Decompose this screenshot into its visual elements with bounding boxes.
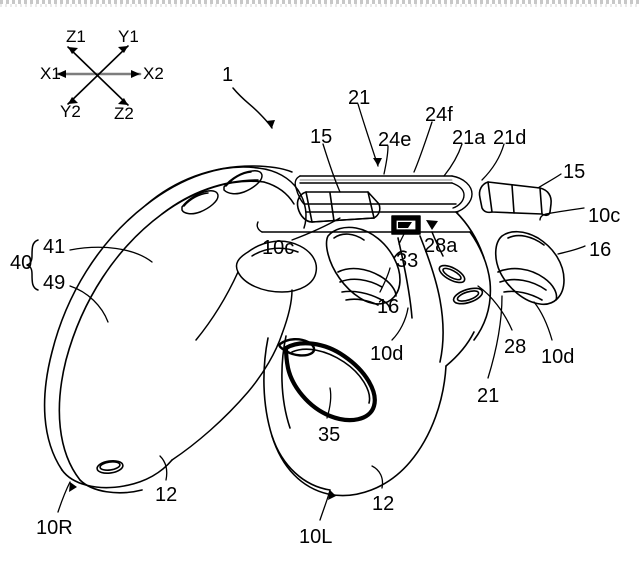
ref-label-21-top: 21: [348, 87, 371, 109]
axis-label-z1: Z1: [66, 27, 86, 46]
grip-left: [263, 335, 447, 497]
ref-label-40: 40: [10, 252, 33, 274]
ref-label-16-left: 16: [377, 296, 400, 318]
axis-arrows: [55, 45, 142, 106]
grip-right-body: [397, 211, 492, 367]
axis-label-x1: X1: [40, 64, 61, 83]
ref-label-10d-left: 10d: [370, 343, 404, 365]
trigger-left: [325, 226, 407, 311]
leader-lines: [57, 103, 586, 521]
axis-label-y1: Y1: [118, 27, 139, 46]
ref-label-12-right: 12: [372, 493, 395, 515]
axis-label-x2: X2: [143, 64, 164, 83]
ref-label-24f: 24f: [425, 104, 453, 126]
ref-label-24e: 24e: [378, 129, 412, 151]
scan-artifact-strip-top: [0, 0, 640, 4]
center-body-contours: [171, 167, 318, 461]
axis-label-z2: Z2: [114, 104, 134, 123]
ref-label-28: 28: [504, 336, 527, 358]
shoulder-button-left: [296, 191, 381, 223]
leader-ref-28a: [426, 220, 444, 257]
small-oval-details: [438, 264, 484, 305]
ref-label-1: 1: [222, 64, 234, 86]
ref-label-21d: 21d: [493, 127, 527, 149]
leader-ref-1: [232, 87, 275, 129]
ref-label-21a: 21a: [452, 127, 486, 149]
scan-artifact-strip-top-secondary: [0, 4, 640, 7]
ref-label-35: 35: [318, 424, 341, 446]
ref-label-12-left: 12: [155, 484, 178, 506]
axis-label-y2: Y2: [60, 102, 81, 121]
shoulder-button-right: [478, 181, 552, 217]
ref-label-16-right: 16: [589, 239, 612, 261]
port-detail-33: [391, 215, 421, 235]
ref-label-21-bottom: 21: [477, 385, 500, 407]
ref-label-28a: 28a: [424, 235, 458, 257]
ref-label-33: 33: [396, 250, 419, 272]
ref-label-10L: 10L: [299, 526, 333, 548]
ref-label-10R: 10R: [36, 517, 73, 539]
ref-label-15-right: 15: [563, 161, 586, 183]
trigger-right: [494, 230, 565, 305]
ref-label-10c-right: 10c: [588, 205, 621, 227]
ref-label-41: 41: [43, 236, 66, 258]
ref-label-10c-left: 10c: [262, 237, 295, 259]
top-panel-lightbar: [256, 175, 473, 233]
ref-label-10d-right: 10d: [541, 346, 575, 368]
controller-body-outline: [43, 166, 265, 494]
ref-label-15-left: 15: [310, 126, 333, 148]
ref-label-49: 49: [43, 272, 66, 294]
brace-40: [26, 239, 39, 291]
upper-surface: [145, 165, 293, 215]
